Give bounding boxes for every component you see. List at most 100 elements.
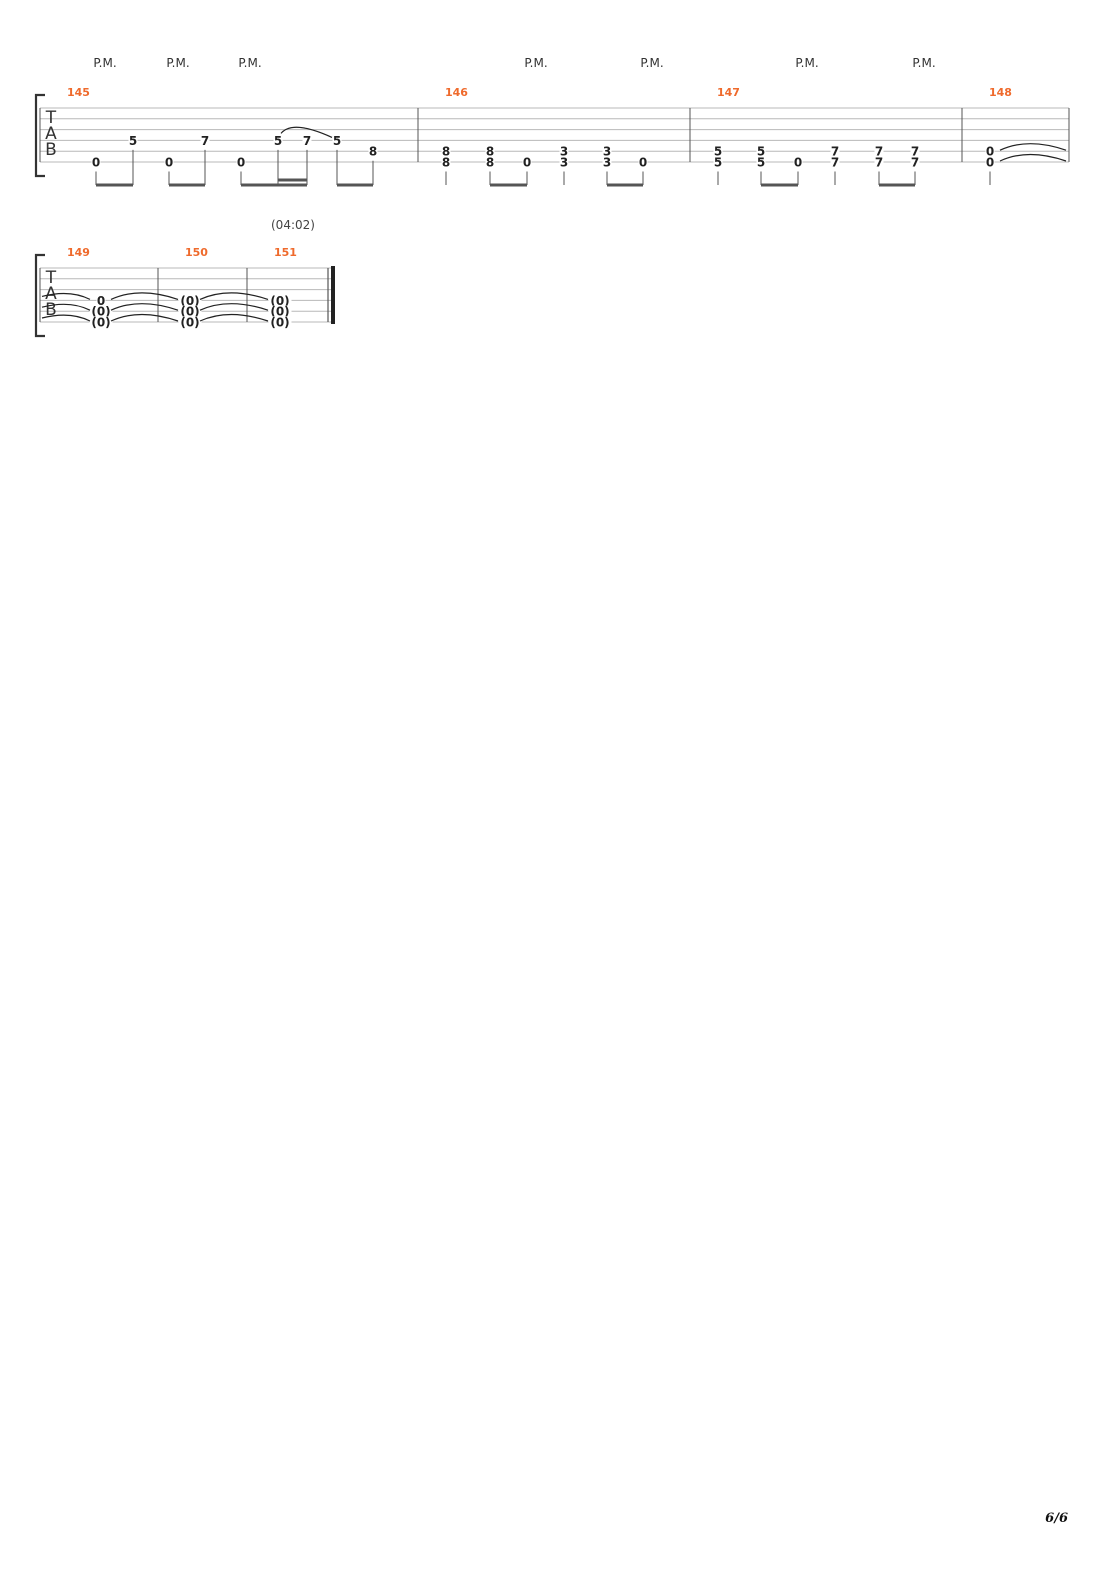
fret-number: 0 — [237, 156, 245, 170]
fret-number: 8 — [442, 145, 450, 159]
fret-mask — [830, 145, 840, 158]
incoming-tie-arc — [41, 314, 91, 322]
fret-number: 7 — [201, 134, 209, 148]
fret-number: 8 — [486, 145, 494, 159]
fret-mask — [559, 156, 569, 169]
fret-number: 3 — [560, 145, 568, 159]
fret-mask — [793, 156, 803, 169]
fret-number: (0) — [270, 305, 289, 319]
fret-mask — [441, 156, 451, 169]
fret-mask — [485, 156, 495, 169]
palm-mute-label: P.M. — [795, 56, 818, 70]
fret-mask — [178, 294, 202, 307]
fret-number: (0) — [180, 316, 199, 330]
measure-number: 150 — [185, 246, 208, 259]
tie-arc — [999, 153, 1067, 162]
fret-mask — [638, 156, 648, 169]
fret-number: 8 — [486, 156, 494, 170]
fret-mask — [910, 156, 920, 169]
palm-mute-label: P.M. — [93, 56, 116, 70]
fret-number: 0 — [165, 156, 173, 170]
fret-mask — [522, 156, 532, 169]
fret-mask — [268, 305, 292, 318]
fret-mask — [268, 316, 292, 329]
tab-clef-letter: A — [45, 124, 57, 144]
fret-number: 8 — [369, 145, 377, 159]
fret-number: 0 — [986, 145, 994, 159]
fret-mask — [268, 294, 292, 307]
fret-number: 0 — [639, 156, 647, 170]
tie-arc — [110, 303, 179, 311]
fret-mask — [985, 145, 995, 158]
fret-mask — [602, 145, 612, 158]
fret-mask — [302, 134, 312, 147]
measure-number: 147 — [717, 86, 740, 99]
fret-mask — [830, 156, 840, 169]
fret-number: 7 — [875, 145, 883, 159]
fret-mask — [200, 134, 210, 147]
fret-number: 5 — [757, 145, 765, 159]
fret-number: 7 — [911, 145, 919, 159]
fret-mask — [874, 156, 884, 169]
fret-mask — [89, 316, 113, 329]
fret-mask — [164, 156, 174, 169]
palm-mute-label: P.M. — [912, 56, 935, 70]
fret-mask — [96, 294, 106, 307]
fret-number: 3 — [603, 145, 611, 159]
fret-number: 5 — [274, 134, 282, 148]
time-marker: (04:02) — [271, 218, 315, 232]
fret-number: 0 — [986, 156, 994, 170]
incoming-tie-arc — [41, 292, 91, 300]
fret-number: (0) — [270, 294, 289, 308]
palm-mute-label: P.M. — [640, 56, 663, 70]
fret-number: 7 — [303, 134, 311, 148]
fret-mask — [485, 145, 495, 158]
tie-arc — [199, 303, 269, 311]
fret-mask — [713, 156, 723, 169]
tab-clef-letter: T — [45, 108, 57, 128]
fret-mask — [178, 316, 202, 329]
fret-number: 5 — [757, 156, 765, 170]
fret-mask — [178, 305, 202, 318]
fret-number: (0) — [91, 305, 110, 319]
palm-mute-label: P.M. — [166, 56, 189, 70]
fret-mask — [602, 156, 612, 169]
tie-arc — [199, 313, 269, 322]
fret-mask — [874, 145, 884, 158]
fret-number: (0) — [270, 316, 289, 330]
tie-arc — [110, 313, 179, 322]
fret-number: 3 — [603, 156, 611, 170]
tie-arc — [199, 292, 269, 300]
palm-mute-label: P.M. — [524, 56, 547, 70]
fret-mask — [368, 145, 378, 158]
fret-mask — [910, 145, 920, 158]
measure-number: 148 — [989, 86, 1012, 99]
measure-number: 149 — [67, 246, 90, 259]
system-bracket — [34, 93, 45, 178]
fret-mask — [713, 145, 723, 158]
tab-clef-letter: T — [45, 268, 57, 288]
fret-number: 0 — [97, 294, 105, 308]
palm-mute-label: P.M. — [238, 56, 261, 70]
fret-mask — [441, 145, 451, 158]
fret-mask — [236, 156, 246, 169]
fret-number: (0) — [180, 305, 199, 319]
tie-arc — [999, 143, 1067, 151]
fret-number: 7 — [875, 156, 883, 170]
system-bracket — [34, 253, 45, 338]
tie-arc — [110, 292, 179, 300]
tab-clef-letter: B — [45, 300, 57, 320]
fret-mask — [756, 145, 766, 158]
measure-number: 146 — [445, 86, 468, 99]
fret-number: 7 — [831, 156, 839, 170]
fret-number: 0 — [523, 156, 531, 170]
slur-arc — [280, 126, 333, 138]
tab-clef-letter: B — [45, 140, 57, 160]
fret-mask — [985, 156, 995, 169]
fret-number: 0 — [92, 156, 100, 170]
fret-number: 8 — [442, 156, 450, 170]
incoming-tie-arc — [41, 303, 91, 311]
